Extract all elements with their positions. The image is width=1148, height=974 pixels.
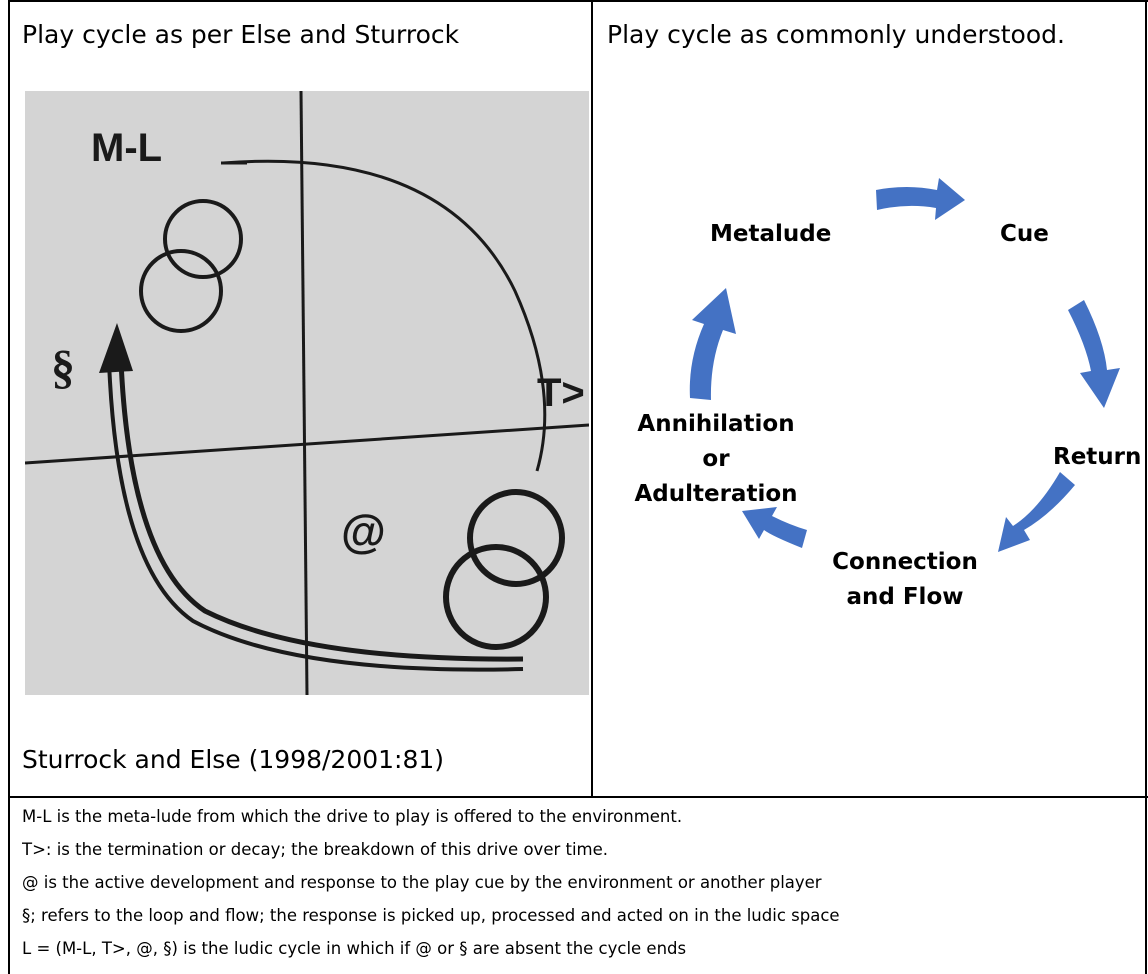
label-metalude: M-L [91, 126, 162, 170]
loop-circle-upper [163, 199, 243, 279]
note-at: @ is the active development and response… [22, 873, 822, 892]
vertical-axis [299, 91, 309, 695]
flow-arc-inner [107, 360, 524, 672]
figure-caption: Sturrock and Else (1998/2001:81) [22, 745, 445, 774]
cycle-label-connection-line2: and Flow [846, 584, 964, 610]
arrow-connection-to-annihilation [742, 507, 807, 548]
flow-arrow-head [99, 323, 133, 373]
table-row-divider [8, 796, 1148, 798]
common-cycle-arrows [689, 178, 1120, 552]
cycle-label-annihilation-line2: or [702, 446, 730, 472]
cycle-label-metalude: Metalude [710, 221, 832, 247]
cycle-label-connection-line1: Connection [832, 549, 978, 575]
cycle-label-annihilation: Annihilation or Adulteration [620, 407, 812, 512]
table-border-right [1145, 0, 1147, 974]
right-cell-title: Play cycle as commonly understood. [607, 20, 1065, 49]
cycle-label-cue: Cue [1000, 221, 1049, 247]
arrow-return-to-connection [998, 472, 1075, 552]
arrow-metalude-to-cue [876, 178, 965, 220]
notes-section: M-L is the meta-lude from which the driv… [22, 800, 1140, 965]
note-ludic-cycle: L = (M-L, T>, @, §) is the ludic cycle i… [22, 939, 687, 958]
flow-arc-outer [118, 360, 524, 662]
metalude-arc [222, 159, 547, 472]
arrow-annihilation-to-metalude [689, 288, 736, 400]
arrow-cue-to-return [1068, 300, 1120, 408]
table-border-top [8, 0, 1148, 2]
cycle-label-connection: Connection and Flow [820, 545, 990, 615]
play-cycle-photo: M-L § T> @ [25, 91, 589, 695]
table-border-left [8, 0, 10, 974]
left-cell-title: Play cycle as per Else and Sturrock [22, 20, 460, 49]
cycle-label-annihilation-line1: Annihilation [637, 411, 795, 437]
horizontal-axis [25, 423, 589, 465]
note-section: §; refers to the loop and flow; the resp… [22, 906, 840, 925]
cycle-label-return: Return [1053, 444, 1142, 470]
cycle-label-annihilation-line3: Adulteration [634, 481, 798, 507]
note-termination: T>: is the termination or decay; the bre… [22, 840, 609, 859]
label-termination: T> [537, 371, 585, 415]
response-circle-lower [443, 544, 549, 650]
label-section: § [51, 341, 75, 394]
play-cycle-figure: M-L § T> @ [25, 91, 589, 695]
loop-circle-lower [139, 249, 223, 333]
note-metalude: M-L is the meta-lude from which the driv… [22, 807, 683, 826]
response-circle-upper [467, 489, 565, 587]
label-at: @ [341, 505, 386, 557]
table-column-divider [591, 0, 593, 797]
